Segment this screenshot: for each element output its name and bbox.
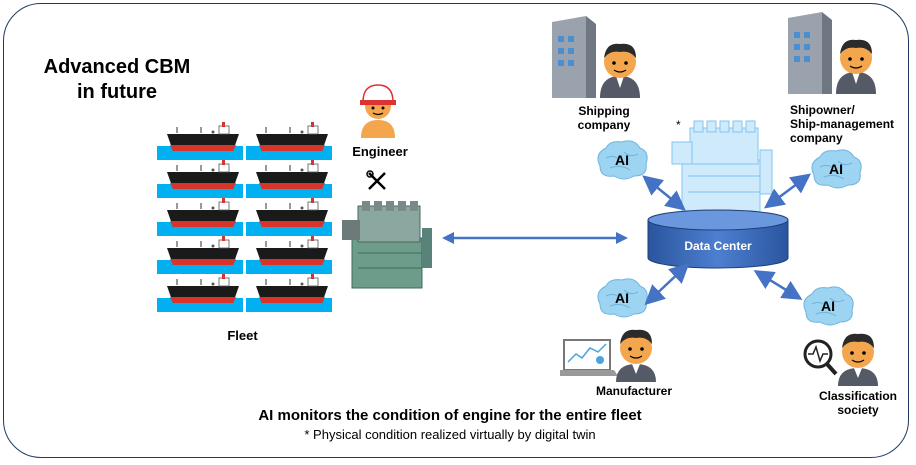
ai-brain-icon-top-left: AI xyxy=(597,140,648,180)
person-icon xyxy=(836,39,876,94)
person-icon xyxy=(600,43,640,98)
diagram-caption: AI monitors the condition of engine for … xyxy=(258,407,642,424)
ai-label: AI xyxy=(615,152,629,168)
arrow-ai-top-right xyxy=(763,173,812,209)
arrow-ai-bottom-left xyxy=(644,262,690,306)
shipowner-building-person xyxy=(788,12,876,94)
classification-society-label: Classification society xyxy=(806,389,910,417)
shipowner-line-3: company xyxy=(790,131,843,145)
engineer-icon xyxy=(360,84,396,138)
diagram-frame xyxy=(3,3,909,458)
magnifier-icon xyxy=(803,339,838,376)
ai-label: AI xyxy=(829,161,843,177)
shipping-company-label: Shipping company xyxy=(567,104,641,132)
arrow-ai-bottom-right xyxy=(753,270,803,300)
engine-icon xyxy=(342,201,432,289)
title-line-2: in future xyxy=(77,81,157,103)
shipowner-label: Shipowner/ Ship-management company xyxy=(790,103,910,145)
shipping-company-line-1: Shipping xyxy=(578,104,630,118)
shipowner-line-1: Shipowner/ xyxy=(790,103,855,117)
fleet-label: Fleet xyxy=(227,328,258,343)
person-icon xyxy=(616,329,656,382)
engineer-label: Engineer xyxy=(352,144,408,159)
shipping-company-building-person xyxy=(552,16,640,98)
arrow-engine-datacenter xyxy=(442,232,628,244)
laptop-chart-icon xyxy=(560,339,618,376)
shipping-company-line-2: company xyxy=(577,118,631,132)
classification-society-line-1: Classification xyxy=(818,389,898,403)
ai-label: AI xyxy=(821,298,835,314)
shipowner-line-2: Ship-management xyxy=(790,117,895,131)
diagram-title: Advanced CBM in future xyxy=(22,55,212,105)
diagram-footnote: * Physical condition realized virtually … xyxy=(304,427,596,442)
data-center-cylinder xyxy=(647,209,789,269)
building-icon xyxy=(788,12,832,94)
building-icon xyxy=(552,16,596,98)
ai-brain-icon-top-right: AI xyxy=(811,149,862,189)
ai-label: AI xyxy=(615,290,629,306)
classification-society-line-2: society xyxy=(837,403,879,417)
digital-twin-asterisk: * xyxy=(676,118,681,132)
data-center-label: Data Center xyxy=(684,239,752,253)
tools-icon xyxy=(366,170,386,190)
classification-society-magnifier-person xyxy=(803,333,878,386)
title-line-1: Advanced CBM xyxy=(43,56,191,78)
manufacturer-label: Manufacturer xyxy=(595,384,672,398)
person-icon xyxy=(838,333,878,386)
ai-brain-icon-bottom-right: AI xyxy=(803,286,854,326)
digital-twin-engine-icon xyxy=(671,120,773,215)
manufacturer-laptop-person xyxy=(560,329,656,382)
arrow-ai-top-left xyxy=(642,175,686,211)
